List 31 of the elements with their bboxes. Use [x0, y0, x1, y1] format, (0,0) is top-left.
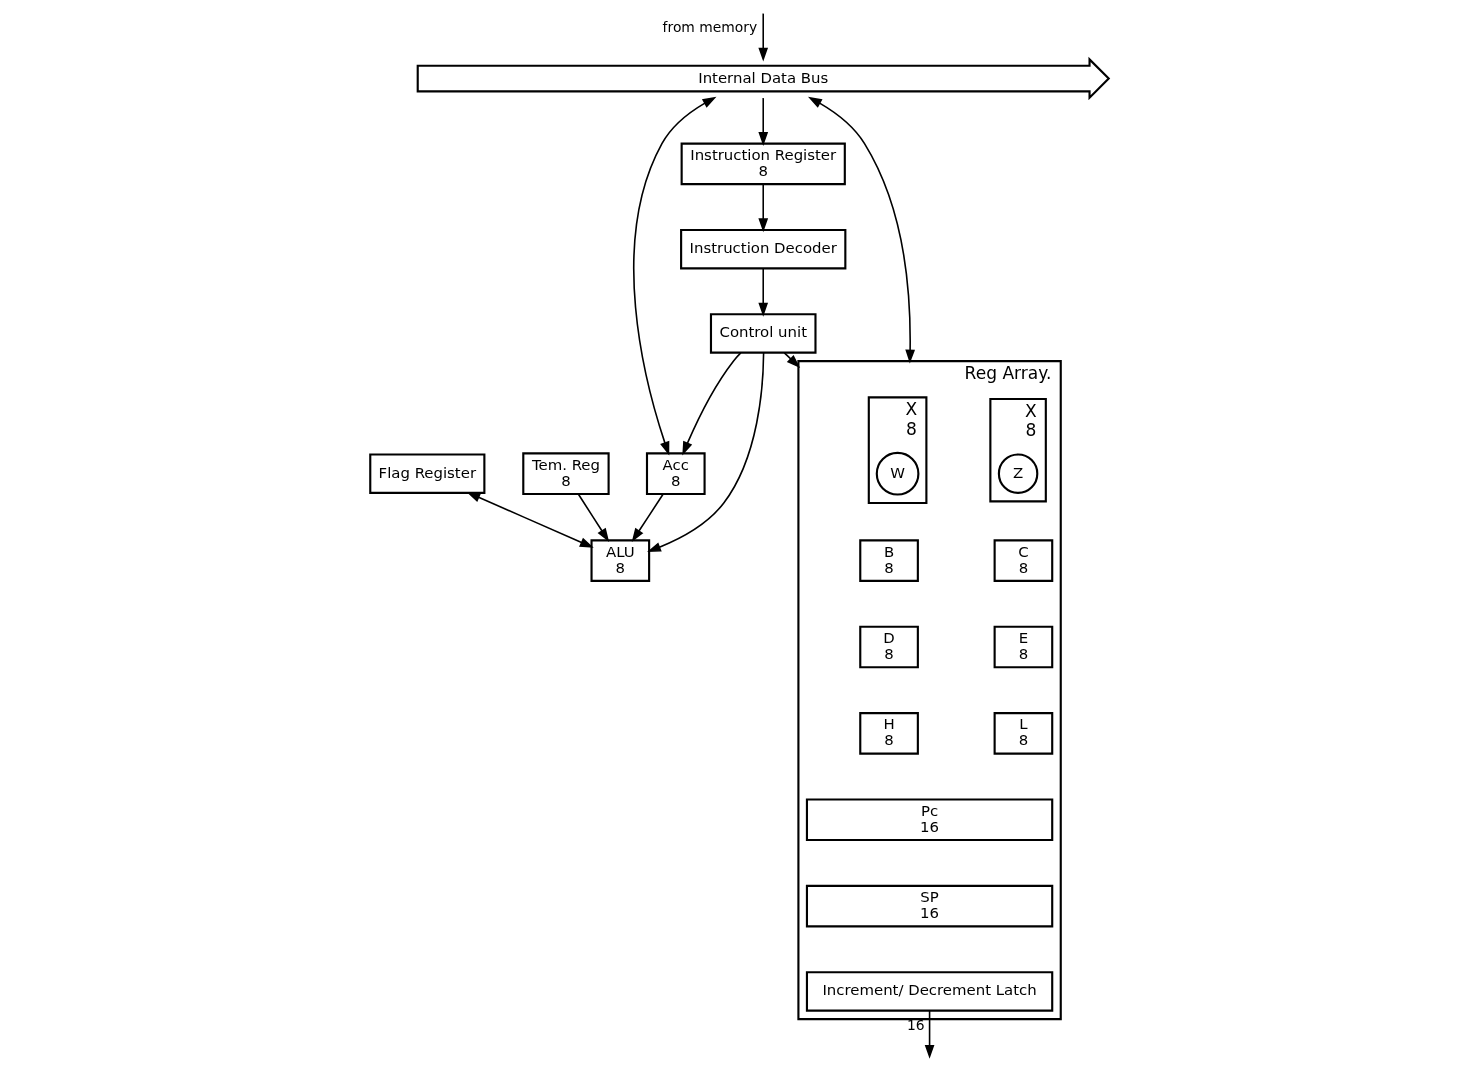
arrow [757, 267, 768, 317]
node-box: ALU 8 [589, 539, 650, 582]
node-box: L 8 [993, 712, 1053, 755]
node-box: E 8 [993, 625, 1053, 669]
arrow [466, 491, 594, 548]
arrow [757, 12, 768, 62]
node-box: Pc 16 [805, 798, 1053, 842]
node-box: Instruction Register 8 [680, 142, 846, 186]
arrow [681, 352, 742, 456]
node-box: Increment/ Decrement Latch [805, 971, 1053, 1012]
arrow [577, 493, 609, 543]
node-box: Tem. Reg 8 [521, 452, 610, 495]
arrow [807, 96, 915, 364]
node-box: C 8 [993, 539, 1053, 582]
edge-label: from memory [662, 18, 757, 35]
node-box: Flag Register [368, 453, 485, 494]
node-circle: W [875, 451, 919, 496]
node-box: D 8 [858, 625, 919, 669]
node-box: H 8 [858, 712, 919, 755]
node-box: B 8 [858, 539, 919, 582]
node-box: SP 16 [805, 884, 1053, 928]
arrow [924, 1009, 934, 1059]
node-box: Control unit [709, 313, 817, 354]
arrow [757, 97, 768, 146]
node-box: Instruction Decoder [679, 228, 846, 270]
node-circle: Z [997, 453, 1038, 494]
arrow [632, 96, 716, 456]
node-box: Acc 8 [645, 452, 706, 495]
arrow [646, 351, 764, 552]
arrow [757, 183, 768, 233]
arrow [631, 493, 664, 543]
